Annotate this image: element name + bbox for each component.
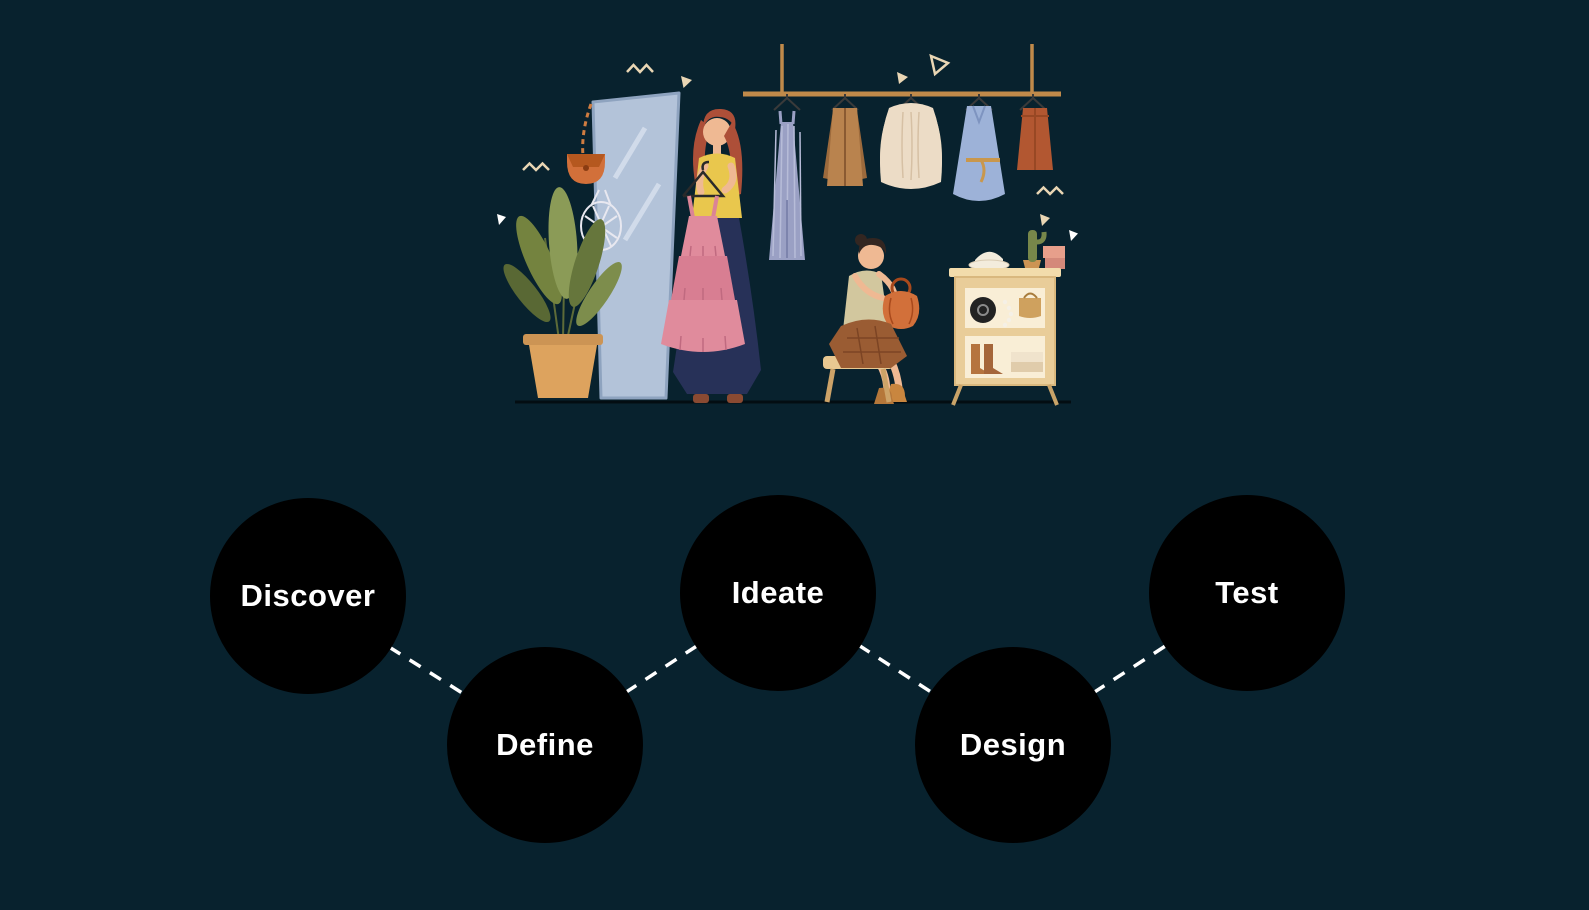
blue-top	[953, 105, 1005, 201]
striped-dress	[769, 110, 805, 260]
seated-woman	[823, 234, 920, 404]
mirror	[591, 91, 681, 400]
step-design: Design	[915, 647, 1111, 843]
step-label: Ideate	[731, 575, 825, 610]
hanging-clothes	[769, 103, 1053, 260]
rust-skirt	[1017, 108, 1053, 170]
step-ideate: Ideate	[680, 495, 876, 691]
step-label: Design	[959, 727, 1067, 762]
step-label: Test	[1215, 575, 1279, 610]
clothing-store-illustration-svg	[497, 44, 1078, 406]
clothes-rack	[743, 44, 1061, 97]
sweater	[880, 103, 942, 189]
cardigan	[823, 108, 867, 186]
step-test: Test	[1149, 495, 1345, 691]
step-define: Define	[447, 647, 643, 843]
step-discover: Discover	[210, 498, 406, 694]
step-label: Define	[496, 727, 594, 762]
hanging-bags	[567, 103, 622, 251]
step-label: Discover	[240, 578, 376, 613]
potted-plant	[503, 187, 622, 398]
clothing-store-illustration	[487, 8, 1087, 408]
pink-dress	[661, 160, 745, 352]
accessory-shelf	[949, 230, 1065, 406]
decorative-shapes	[497, 53, 1078, 241]
